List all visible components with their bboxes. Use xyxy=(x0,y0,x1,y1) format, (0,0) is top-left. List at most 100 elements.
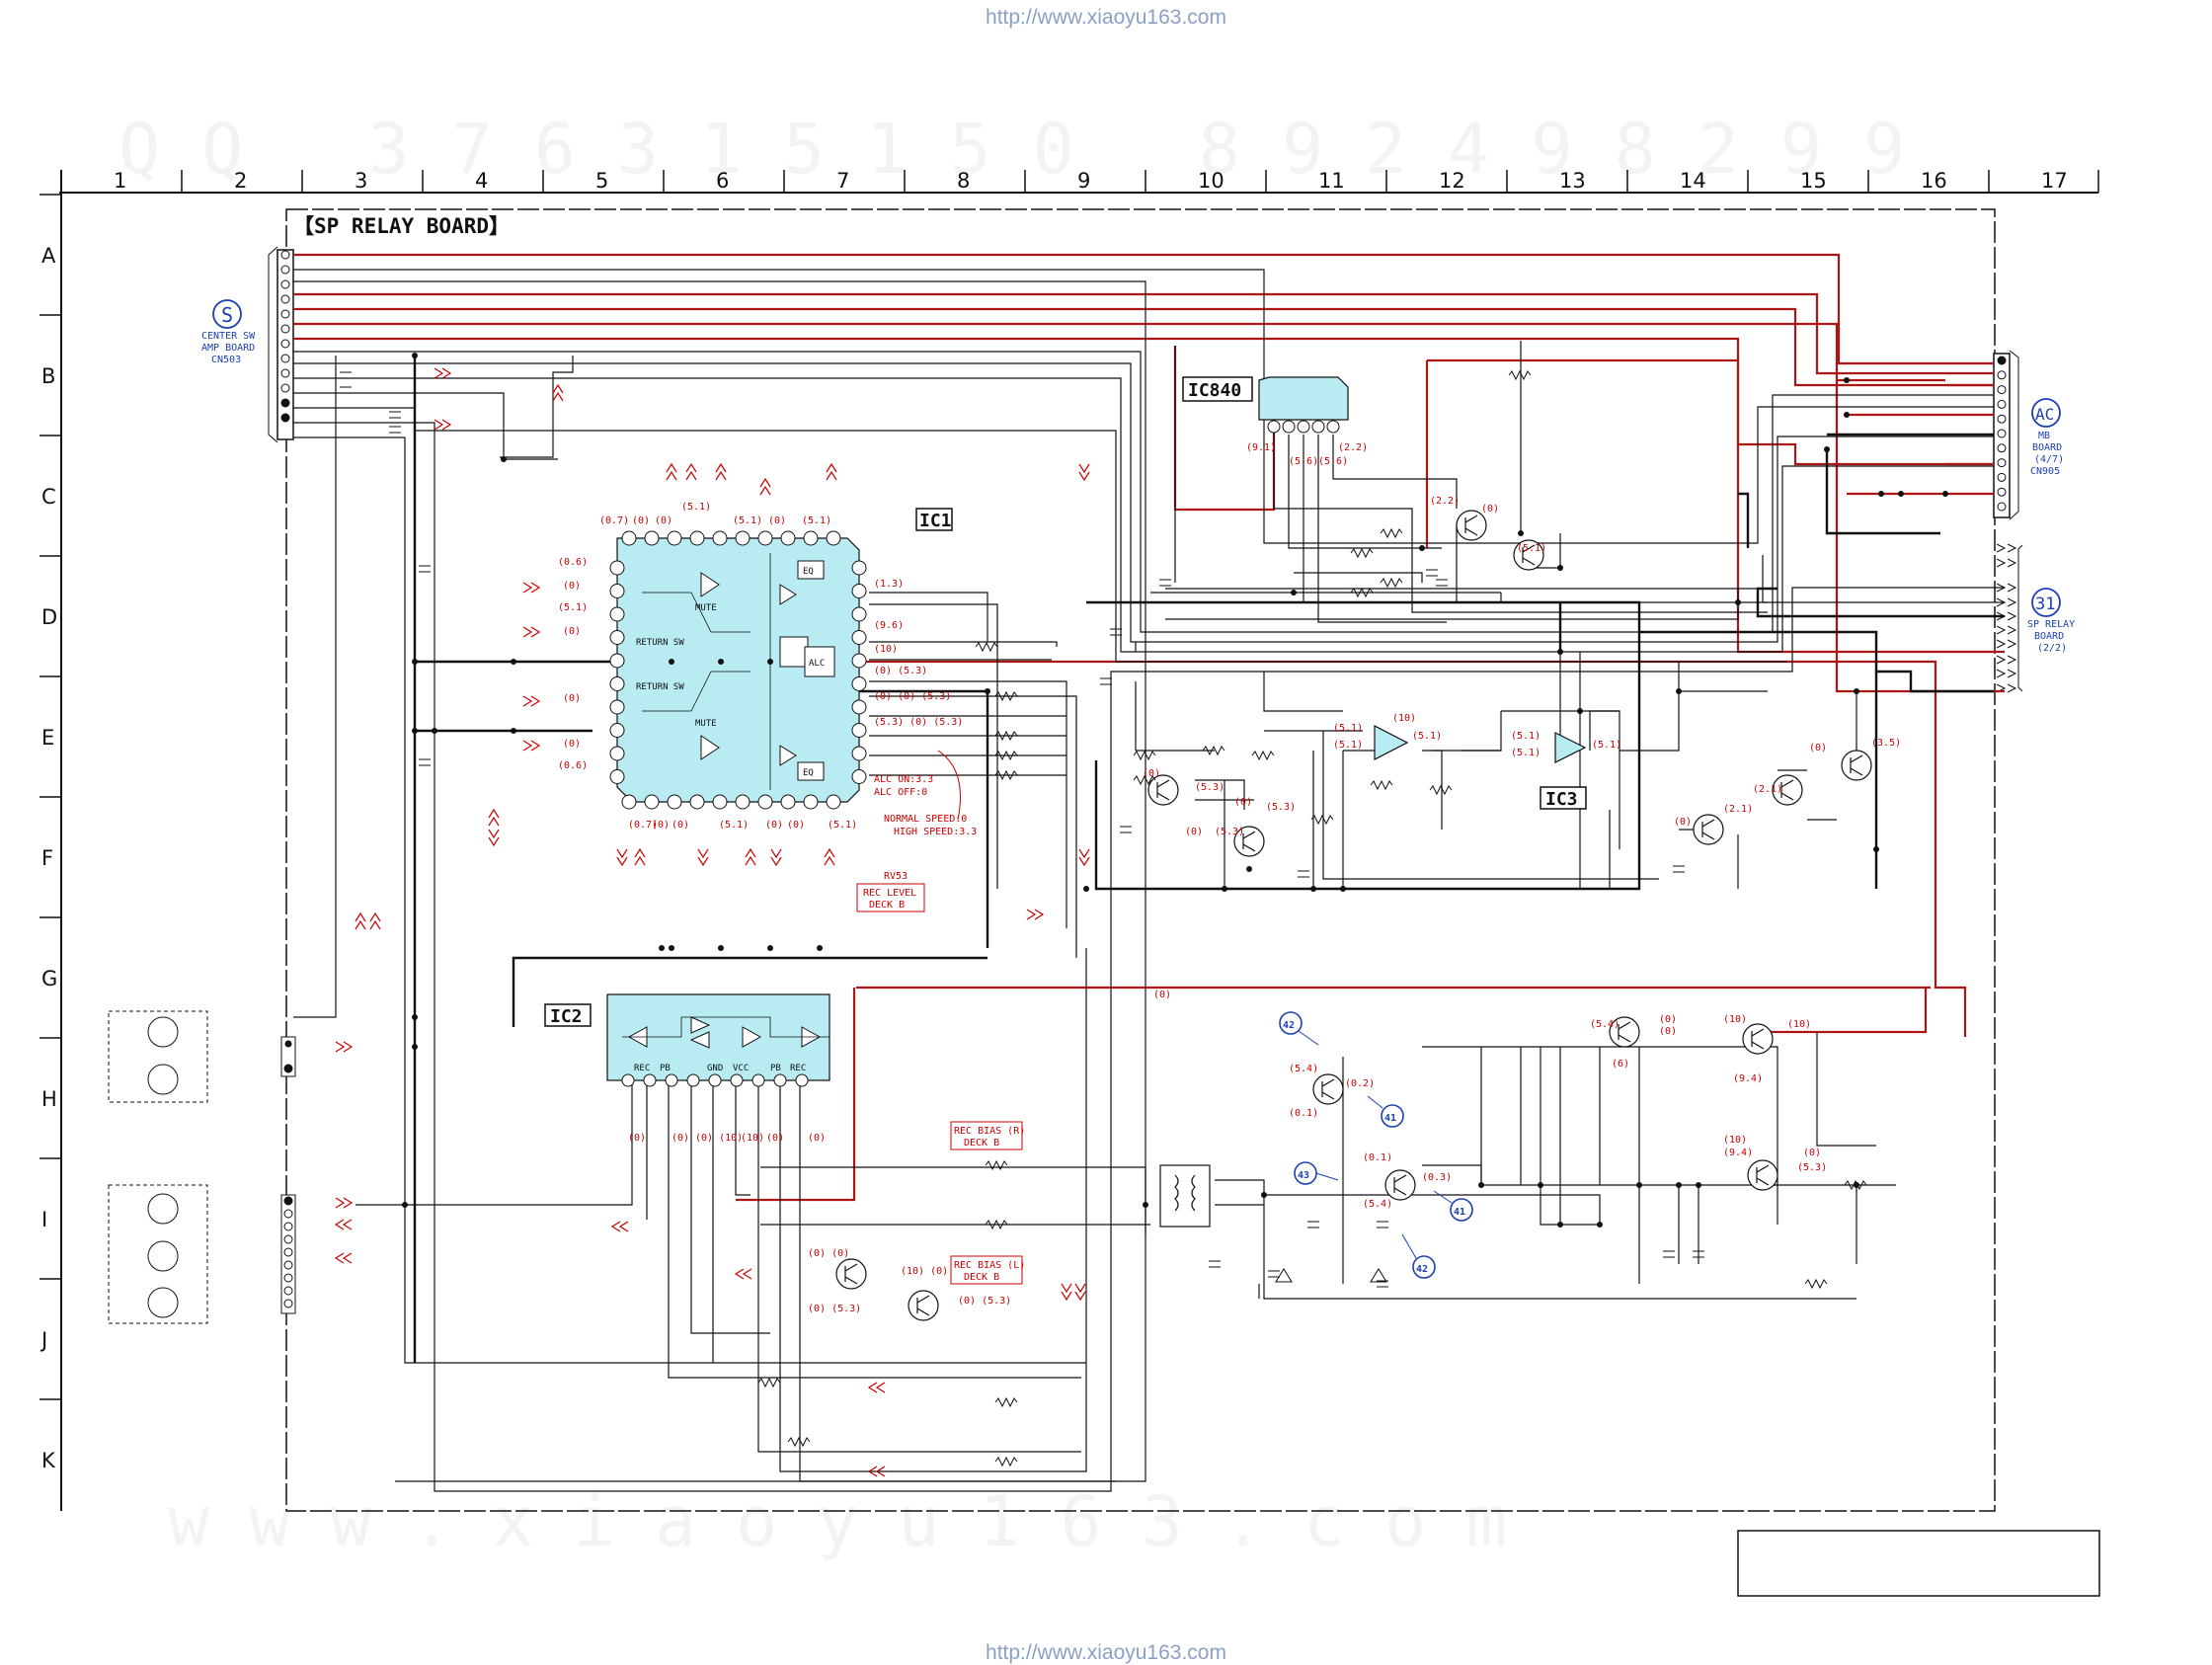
v-tr-10: (2.1) xyxy=(1723,804,1753,815)
v-ic1-left-3: (0) xyxy=(563,626,581,637)
v-osc-l-2: (0.2) xyxy=(1345,1078,1375,1089)
v-tr-3: (0) xyxy=(1143,768,1160,779)
v-ic2-b-1: (0) xyxy=(672,1133,689,1144)
v-ic1-right-3: (0) (5.3) xyxy=(874,666,927,676)
warning-icon xyxy=(1370,1268,1387,1283)
callout-41-top-text: 41 xyxy=(1384,1113,1396,1124)
note-alc-on: ALC ON:3.3 xyxy=(874,774,933,785)
rec-bias-l-line-1: REC BIAS (L) xyxy=(954,1260,1025,1271)
callout-41-bottom xyxy=(1450,1198,1473,1222)
rv53-title: RV53 xyxy=(884,871,908,882)
grid-column-label: 15 xyxy=(1800,169,1827,193)
rec-bias-r-box xyxy=(950,1121,1023,1150)
v-bias-0: (0) (0) xyxy=(808,1248,849,1259)
v-osc-l-0: (5.4) xyxy=(1289,1064,1318,1074)
board-title: 【SP RELAY BOARD】 xyxy=(293,214,510,238)
callout-41-top xyxy=(1381,1104,1404,1128)
grid-row-label: D xyxy=(41,605,57,629)
v-ic1-bottom-4: (0) xyxy=(765,820,783,831)
ic1-label-box xyxy=(915,508,953,531)
ic1-mute-2: MUTE xyxy=(695,719,717,729)
source-url-top[interactable]: http://www.xiaoyu163.com xyxy=(986,6,1226,29)
v-tr-12: (3.5) xyxy=(1871,738,1901,749)
v-ic840-1: (5.6) xyxy=(1289,456,1318,467)
grid-column-label: 5 xyxy=(595,169,608,193)
v-ic1-left-2: (5.1) xyxy=(558,602,588,613)
v-ic1-top-2: (0) xyxy=(655,515,672,526)
warning-icon xyxy=(1275,1268,1293,1283)
rv53-note: RV53 REC LEVEL DECK B xyxy=(856,871,925,912)
rv53-line-1: REC LEVEL xyxy=(863,888,916,899)
v-tr-11: (2.1) xyxy=(1753,784,1782,795)
grid-row-label: J xyxy=(40,1328,47,1352)
v-ic1-right-5: (5.3) (0) (5.3) xyxy=(874,717,963,728)
connector-31-line-2: BOARD xyxy=(2034,631,2064,642)
v-ic2-b-3: (10) xyxy=(741,1133,764,1144)
bias-transformer xyxy=(1159,1164,1211,1228)
grid-column-label: 12 xyxy=(1439,169,1465,193)
watermark-url: www.xiaoyu163.com xyxy=(168,1481,1546,1562)
connector-31-line-1: SP RELAY xyxy=(2027,619,2075,630)
ic2-pin-label: VCC xyxy=(733,1064,749,1073)
v-tr-6: (0) xyxy=(1185,827,1203,837)
ic2-pin-label: PB xyxy=(770,1064,781,1073)
v-ic3-in-2: (5.1) xyxy=(1511,731,1540,742)
v-ic1-top-0: (0.7) xyxy=(599,515,629,526)
ic840-label: IC840 xyxy=(1188,380,1241,401)
grid-column-label: 3 xyxy=(355,169,367,193)
v-tr-8: (5.3) xyxy=(1266,802,1296,813)
grid-column-label: 10 xyxy=(1198,169,1224,193)
ic1-eq-label-1: EQ xyxy=(803,567,814,577)
v-ic1-left-5: (0) xyxy=(563,739,581,750)
connector-s-badge-letter: S xyxy=(221,303,233,327)
v-ic1-top-6: (5.1) xyxy=(802,515,831,526)
transistors xyxy=(835,510,1872,1321)
v-ic1-top-3: (5.1) xyxy=(681,502,711,513)
v-ic3-out-2: (5.1) xyxy=(1592,740,1621,751)
connector-31-line-3: (2/2) xyxy=(2037,643,2067,654)
callout-42-bottom-text: 42 xyxy=(1416,1264,1428,1275)
v-ic1-bottom-6: (5.1) xyxy=(828,820,857,831)
v-ic1-left-4: (0) xyxy=(563,693,581,704)
v-osc-r-9: (0) xyxy=(1803,1148,1821,1158)
grid-column-label: 1 xyxy=(114,169,126,193)
ic840-label-box xyxy=(1182,376,1253,402)
connector-ac-line-2: BOARD xyxy=(2032,442,2062,453)
v-ic3-out-1: (5.1) xyxy=(1412,731,1442,742)
rear-jacks-bottom xyxy=(108,1184,296,1324)
grid-column-label: 17 xyxy=(2041,169,2068,193)
junction-dots xyxy=(402,353,1948,1228)
connector-ac-line-1: MB xyxy=(2038,431,2050,441)
rec-bias-r-line-1: REC BIAS (R) xyxy=(954,1126,1025,1137)
v-tr-14: (0) xyxy=(1153,990,1171,1000)
grid-row-label: K xyxy=(41,1449,56,1472)
v-tr-2: (5.1) xyxy=(1517,543,1546,554)
grid-row-label: F xyxy=(41,846,53,870)
ic2-label-box xyxy=(544,1003,592,1027)
connector-s-line-2: AMP BOARD xyxy=(201,343,255,354)
grid-column-label: 9 xyxy=(1077,169,1090,193)
grid-row-label: C xyxy=(41,485,56,509)
v-tr-13: (0) xyxy=(1809,743,1827,753)
watermark-digits: QQ 376315150 892498299 xyxy=(118,109,1946,190)
rec-bias-l-box xyxy=(950,1255,1023,1285)
v-osc-r-0: (5.4) xyxy=(1590,1019,1620,1030)
v-ic1-top-1: (0) xyxy=(632,515,650,526)
grid-row-label: E xyxy=(41,726,54,750)
v-ic840-3: (2.2) xyxy=(1338,442,1368,453)
callout-42-bottom xyxy=(1412,1255,1436,1279)
callout-42-top xyxy=(1279,1011,1303,1035)
v-tr-1: (0) xyxy=(1481,504,1499,515)
ic1-mute-1: MUTE xyxy=(695,603,717,613)
grid-column-label: 11 xyxy=(1318,169,1345,193)
v-osc-r-2: (0) xyxy=(1659,1026,1677,1037)
v-tr-4: (5.3) xyxy=(1195,782,1224,793)
voltage-labels: (0.7) (0) (0) (5.1) (5.1) (0) (5.1) (0.6… xyxy=(558,442,1901,1314)
v-tr-7: (5.3) xyxy=(1215,827,1244,837)
safety-warning-icons xyxy=(1275,1268,1387,1283)
v-osc-r-7: (10) xyxy=(1723,1135,1747,1146)
source-url-bottom[interactable]: http://www.xiaoyu163.com xyxy=(986,1641,1226,1664)
v-ic2-b-4: (0) xyxy=(766,1133,784,1144)
